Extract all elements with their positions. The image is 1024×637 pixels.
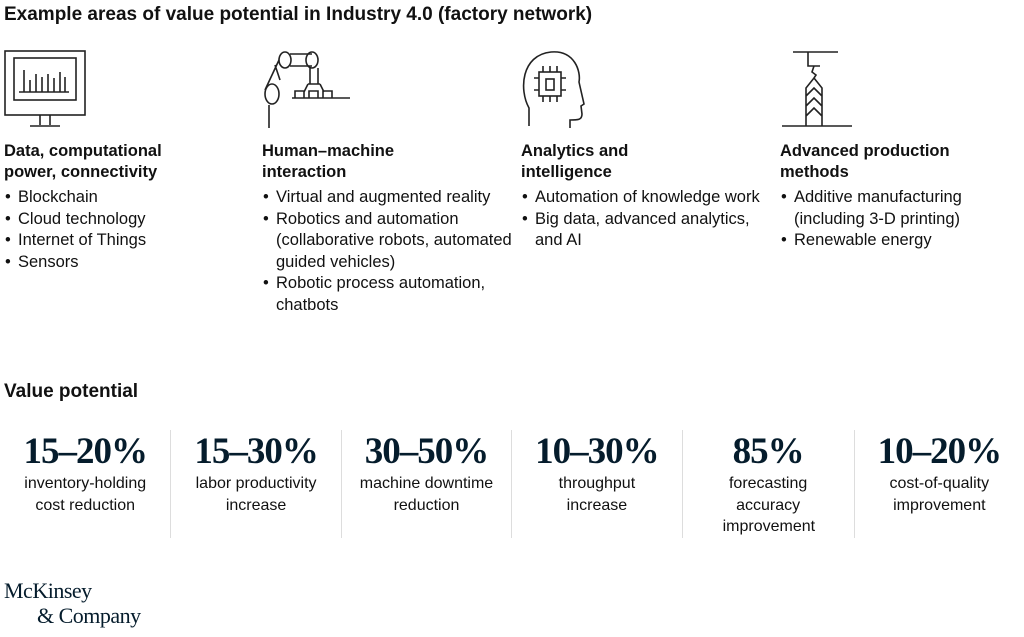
stat-label: labor productivity increase (195, 475, 317, 514)
category-title: power, connectivity (4, 163, 158, 181)
stat-value: 15–20% (23, 431, 148, 472)
stat: 15–30%labor productivity increase (170, 430, 340, 538)
robot-arm-icon (264, 51, 350, 128)
mckinsey-logo: McKinsey& Company (4, 578, 141, 628)
list-item: Virtual and augmented reality (262, 187, 512, 209)
stat: 85%forecasting accuracy improvement (681, 430, 854, 538)
list-item: Robotics and automation (collaborative r… (262, 209, 512, 274)
list-item: Blockchain (4, 187, 254, 209)
logo-line: & Company (37, 603, 141, 628)
category-title: interaction (262, 163, 347, 181)
list-item: Renewable energy (780, 230, 1024, 252)
page-title: Example areas of value potential in Indu… (4, 4, 593, 25)
value-stats: 15–20%inventory-holding cost reduction 1… (0, 430, 1024, 538)
stat: 30–50%machine downtime reduction (340, 430, 511, 538)
stat-label: throughput increase (558, 475, 636, 514)
stat: 10–30%throughput increase (511, 430, 681, 538)
list-item: Big data, advanced analytics, and AI (521, 209, 771, 252)
head-chip-icon (522, 51, 585, 128)
stat-label: inventory-holding cost reduction (24, 475, 147, 514)
monitor-chart-icon (4, 50, 86, 127)
category-title: Analytics and (521, 142, 629, 160)
stat-value: 10–30% (535, 431, 660, 472)
category-advanced-production: Advanced production methods Additive manu… (780, 50, 1024, 252)
category-analytics: Analytics and intelligence Automation of … (521, 50, 771, 252)
category-title: Advanced production (780, 142, 950, 160)
3d-printer-icon (782, 51, 852, 127)
stat-value: 10–20% (877, 431, 1003, 472)
list-item: Additive manufacturing (including 3-D pr… (780, 187, 1024, 230)
list-item: Automation of knowledge work (521, 187, 771, 209)
list-item: Internet of Things (4, 230, 254, 252)
category-title: Human–machine (262, 142, 395, 160)
list-item: Sensors (4, 252, 254, 274)
list-item: Cloud technology (4, 209, 254, 231)
category-title: methods (780, 163, 849, 181)
stat-value: 30–50% (364, 431, 490, 472)
stat-value: 85% (732, 431, 805, 472)
stat: 15–20%inventory-holding cost reduction (0, 430, 170, 538)
category-title: intelligence (521, 163, 612, 181)
stat-value: 15–30% (194, 431, 319, 472)
category-data-connectivity: Data, computational power, connectivity B… (4, 50, 254, 273)
list-item: Robotic process automation, chatbots (262, 273, 512, 316)
stat-label: machine downtime reduction (359, 475, 494, 514)
logo-line: McKinsey (4, 578, 92, 603)
stat-label: cost-of-quality improvement (889, 475, 990, 514)
category-human-machine: Human–machine interaction Virtual and aug… (262, 50, 512, 316)
value-potential-heading: Value potential (4, 381, 139, 402)
stat: 10–20%cost-of-quality improvement (853, 430, 1024, 538)
stat-label: forecasting accuracy improvement (722, 475, 816, 535)
category-title: Data, computational (4, 142, 162, 160)
